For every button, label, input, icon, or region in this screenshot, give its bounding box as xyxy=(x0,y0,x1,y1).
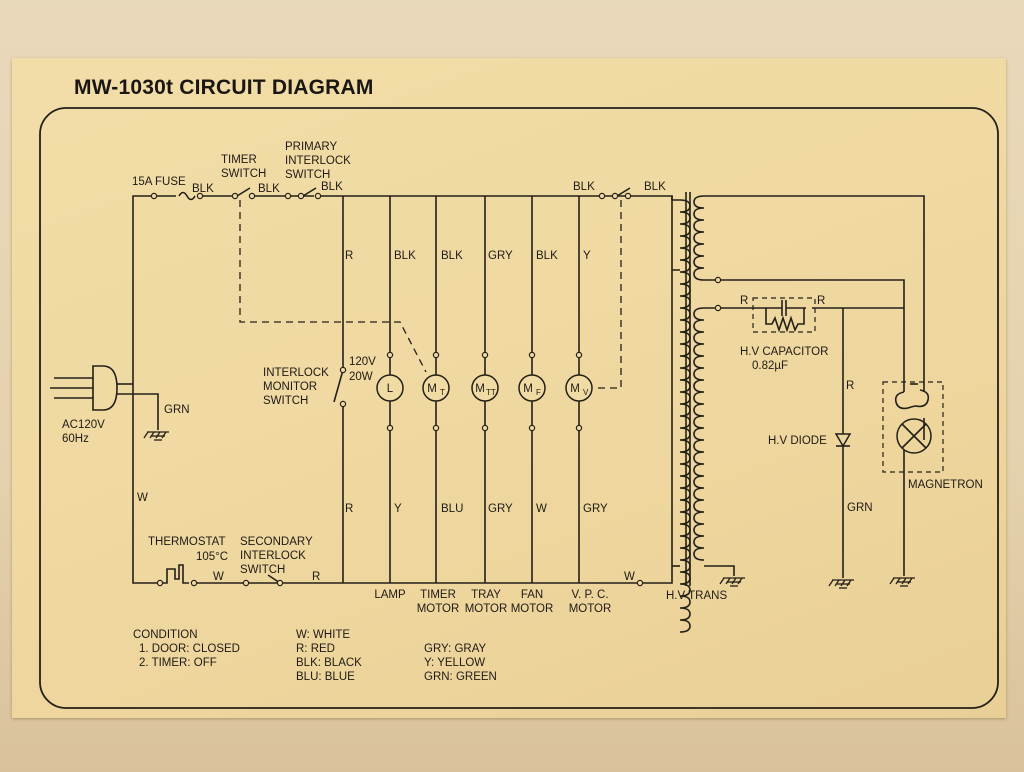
timer-motor-sub: T xyxy=(440,388,445,397)
timer-motor-symbol-label: M xyxy=(427,383,437,395)
monitor-switch-label: INTERLOCK xyxy=(263,367,329,379)
branch-name: MOTOR xyxy=(417,603,460,615)
wire-color-label: R xyxy=(312,571,320,583)
diagram-sticker xyxy=(12,58,1006,718)
hv-capacitor-label: H.V CAPACITOR xyxy=(740,346,828,358)
diagram-frame xyxy=(39,107,999,709)
monitor-switch-label: MONITOR xyxy=(263,381,317,393)
primary-interlock-label: SWITCH xyxy=(285,169,330,181)
branch-bottom-color: R xyxy=(345,503,353,515)
wire-color-label: BLK xyxy=(573,181,595,193)
lamp-symbol: L xyxy=(376,374,404,402)
timer-switch-label: SWITCH xyxy=(221,168,266,180)
hv-diode-symbol xyxy=(834,433,852,448)
timer-switch-label: TIMER xyxy=(221,154,257,166)
branch-name: MOTOR xyxy=(511,603,554,615)
tray-motor-symbol-label: M xyxy=(475,383,485,395)
branch-name: FAN xyxy=(521,589,543,601)
branch-bottom-color: GRY xyxy=(583,503,608,515)
primary-interlock-label: PRIMARY xyxy=(285,141,338,153)
ac-supply-label: 60Hz xyxy=(62,433,89,445)
lamp-rating-label: 20W xyxy=(349,371,373,383)
tray-motor-sub: TT xyxy=(486,388,496,397)
wire-color-label: BLK xyxy=(644,181,666,193)
wire-color-label: R xyxy=(740,295,748,307)
branch-top-color: R xyxy=(345,250,353,262)
secondary-interlock-label: SECONDARY xyxy=(240,536,313,548)
branch-name: LAMP xyxy=(374,589,406,601)
wire-color-label: BLK xyxy=(321,181,343,193)
timer-motor-symbol: M T xyxy=(422,374,450,402)
interlock-linkage xyxy=(239,200,427,373)
branch-name: MOTOR xyxy=(465,603,508,615)
ground-diode xyxy=(828,579,855,589)
vpc-linkage xyxy=(593,200,622,389)
branch-bottom-color: W xyxy=(536,503,547,515)
branch-top-color: BLK xyxy=(536,250,558,262)
terminals xyxy=(150,192,644,587)
condition-heading: CONDITION xyxy=(133,629,198,641)
wire-color-label: W xyxy=(137,492,148,504)
hv-transformer xyxy=(671,192,705,633)
secondary-interlock-label: INTERLOCK xyxy=(240,550,306,562)
wire-color-label: W xyxy=(213,571,224,583)
vpc-motor-symbol-label: M xyxy=(570,383,580,395)
branch-top-color: BLK xyxy=(394,250,416,262)
wire-color-label: W xyxy=(624,571,635,583)
condition-item: 2. TIMER: OFF xyxy=(139,657,217,669)
wire-color-label: R xyxy=(817,295,825,307)
branch-top-color: GRY xyxy=(488,250,513,262)
wire-color-label: R xyxy=(846,380,854,392)
wire-color-label: BLK xyxy=(258,183,280,195)
branch-top-color: Y xyxy=(583,250,591,262)
primary-interlock-label: INTERLOCK xyxy=(285,155,351,167)
diagram-title: MW-1030t CIRCUIT DIAGRAM xyxy=(74,76,374,99)
vpc-motor-symbol: M V xyxy=(565,374,593,402)
legend-item: BLU: BLUE xyxy=(296,671,355,683)
ac-supply-label: AC120V xyxy=(62,419,105,431)
legend-item: Y: YELLOW xyxy=(424,657,485,669)
power-plug xyxy=(50,365,170,441)
branch-bottom-color: Y xyxy=(394,503,402,515)
branch-top-color: BLK xyxy=(441,250,463,262)
lamp-rating-label: 120V xyxy=(349,356,376,368)
lamp-symbol-label: L xyxy=(387,383,394,395)
tray-motor-symbol: M TT xyxy=(471,374,499,402)
legend-item: W: WHITE xyxy=(296,629,350,641)
legend-item: BLK: BLACK xyxy=(296,657,362,669)
branch-name: V. P. C. xyxy=(571,589,608,601)
hv-trans-label: H.V TRANS xyxy=(666,590,727,602)
ground-magnetron xyxy=(889,577,916,587)
fuse-label: 15A FUSE xyxy=(132,176,186,188)
condition-item: 1. DOOR: CLOSED xyxy=(139,643,240,655)
wire-color-label: BLK xyxy=(192,183,214,195)
branch-name: TRAY xyxy=(471,589,501,601)
branch-name: MOTOR xyxy=(569,603,612,615)
hv-diode-label: H.V DIODE xyxy=(768,435,827,447)
ground-color-label: GRN xyxy=(164,404,190,416)
thermostat-label: THERMOSTAT xyxy=(148,536,226,548)
monitor-switch-label: SWITCH xyxy=(263,395,308,407)
legend-item: R: RED xyxy=(296,643,335,655)
labels: 15A FUSE BLK TIMER SWITCH BLK PRIMARY IN… xyxy=(62,141,983,683)
legend-item: GRY: GRAY xyxy=(424,643,487,655)
vpc-motor-sub: V xyxy=(583,388,589,397)
branch-bottom-color: BLU xyxy=(441,503,463,515)
secondary-wiring xyxy=(704,195,925,578)
ground-trans xyxy=(719,577,746,587)
capacitance-label: 0.82µF xyxy=(752,360,788,372)
magnetron-symbol xyxy=(882,381,944,473)
branch-name: TIMER xyxy=(420,589,456,601)
fan-motor-symbol-label: M xyxy=(523,383,533,395)
legend-item: GRN: GREEN xyxy=(424,671,497,683)
fan-motor-sub: F xyxy=(536,388,541,397)
branch-bottom-color: GRY xyxy=(488,503,513,515)
secondary-interlock-label: SWITCH xyxy=(240,564,285,576)
fan-motor-symbol: M F xyxy=(518,374,546,402)
thermostat-temp-label: 105°C xyxy=(196,551,228,563)
ground-color-label: GRN xyxy=(847,502,873,514)
magnetron-label: MAGNETRON xyxy=(908,479,983,491)
hv-capacitor-symbol xyxy=(752,297,816,333)
